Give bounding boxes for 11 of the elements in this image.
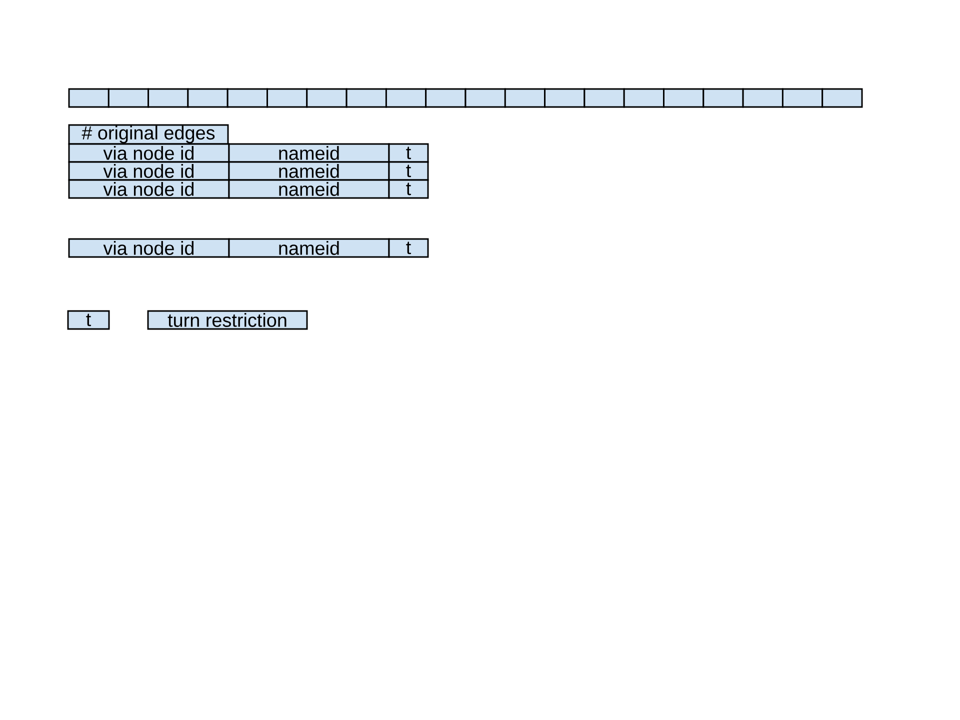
table-cell: t [388, 161, 429, 181]
field-box: turn restriction [147, 310, 308, 330]
field-box: t [67, 310, 110, 330]
table-cell: via node id [68, 179, 230, 199]
header-cell: # original edges [68, 124, 229, 145]
table-cell: via node id [68, 161, 230, 181]
table-cell: via node id [68, 143, 230, 163]
table-cell: via node id [68, 238, 230, 258]
table-cell: t [388, 143, 429, 163]
table-cell: t [388, 238, 429, 258]
table-cell: t [388, 179, 429, 199]
